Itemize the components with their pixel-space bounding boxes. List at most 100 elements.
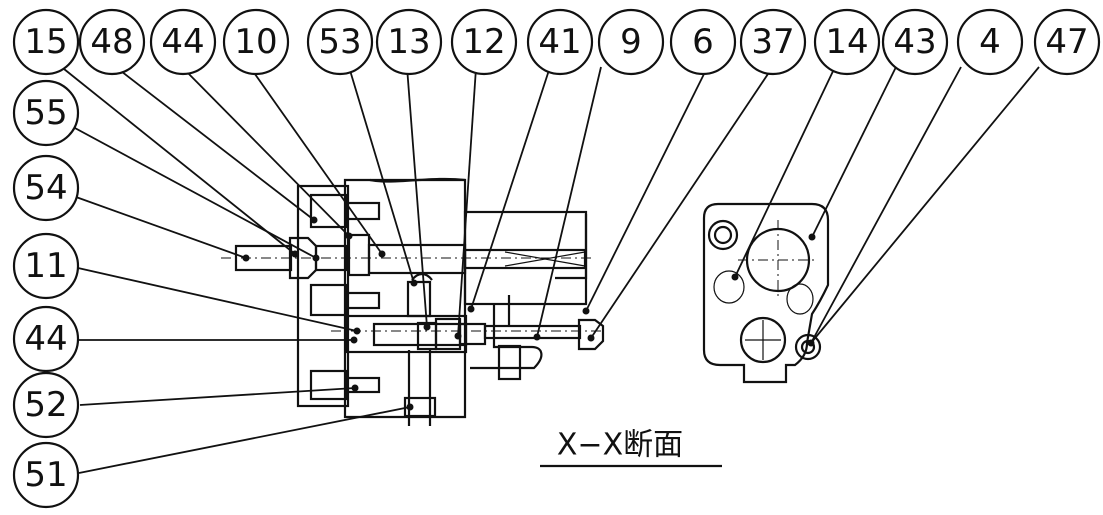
balloon-13-circle: [375, 8, 443, 76]
balloon-9-label: 9: [620, 22, 642, 62]
leader-12: [457, 67, 477, 337]
balloon-54-circle: [12, 154, 80, 222]
rod-hatch: [504, 251, 586, 267]
side-small-bore-inner: [800, 339, 816, 355]
balloon-4-circle: [956, 8, 1024, 76]
leader-dot-55: [312, 254, 320, 262]
leader-10: [249, 66, 383, 255]
balloon-41-label: 41: [538, 22, 581, 62]
balloon-52-label: 52: [24, 385, 67, 425]
balloon-54: 54: [12, 154, 80, 222]
section-title: X−X断面: [557, 428, 683, 463]
balloon-13: 13: [375, 8, 443, 76]
leader-dot-14: [731, 273, 739, 281]
balloon-12-label: 12: [462, 22, 505, 62]
balloon-10: 10: [222, 8, 290, 76]
balloon-37: 37: [739, 8, 807, 76]
middle-cap-screw-shank: [344, 291, 381, 310]
leader-47: [810, 66, 1040, 344]
leader-53: [348, 66, 415, 284]
side-lower-bore: [739, 316, 787, 364]
lower-cap-screw-shank: [344, 376, 381, 394]
balloon-14-circle: [813, 8, 881, 76]
leader-37: [590, 67, 773, 339]
leader-dot-10: [378, 250, 386, 258]
leader-dot-43: [808, 233, 816, 241]
top-cap-screw-shank: [344, 201, 381, 221]
balloon-15: 15: [12, 8, 80, 76]
balloon-51: 51: [12, 441, 80, 509]
balloon-9-circle: [597, 8, 665, 76]
balloon-54-label: 54: [24, 168, 67, 208]
inner-guide: [372, 322, 468, 347]
balloon-14-label: 14: [825, 22, 868, 62]
shaft-10: [367, 243, 467, 275]
balloon-52-circle: [12, 371, 80, 439]
leader-dot-12: [454, 332, 462, 340]
balloon-52: 52: [12, 371, 80, 439]
lower-pin-51: [403, 396, 437, 418]
leader-9: [536, 66, 602, 338]
balloon-47-circle: [1033, 8, 1101, 76]
balloon-47: 47: [1033, 8, 1101, 76]
balloon-53-label: 53: [318, 22, 361, 62]
balloon-37-label: 37: [751, 22, 794, 62]
leader-51: [78, 406, 411, 474]
leader-dot-6: [582, 307, 590, 315]
part-balloons: 15 48 44 10 53 13: [12, 8, 1101, 509]
leader-dot-15: [291, 250, 299, 258]
collar-44-top: [347, 233, 371, 277]
housing-top-break: [369, 177, 466, 183]
side-body: [702, 202, 830, 384]
leader-52: [79, 387, 356, 406]
balloon-9: 9: [597, 8, 665, 76]
balloon-55-label: 55: [24, 93, 67, 133]
cylinder-right-edge: [555, 214, 588, 280]
balloon-53: 53: [306, 8, 374, 76]
flange-plate: [296, 184, 350, 408]
balloon-4: 4: [956, 8, 1024, 76]
balloon-55-circle: [12, 79, 80, 147]
balloon-14: 14: [813, 8, 881, 76]
leader-14: [734, 66, 836, 278]
balloon-6: 6: [669, 8, 737, 76]
balloon-48-circle: [78, 8, 146, 76]
leader-lines: [63, 66, 1040, 474]
balloon-47-label: 47: [1045, 22, 1088, 62]
balloon-41: 41: [526, 8, 594, 76]
main-housing: [343, 178, 467, 419]
leader-dot-4: [807, 339, 815, 347]
balloon-55: 55: [12, 79, 80, 147]
balloon-37-circle: [739, 8, 807, 76]
balloon-15-circle: [12, 8, 80, 76]
balloon-11: 11: [12, 232, 80, 300]
balloon-10-circle: [222, 8, 290, 76]
lower-cap-screw-head: [309, 369, 348, 401]
leader-dot-41: [467, 305, 475, 313]
balloon-11-circle: [12, 232, 80, 300]
end-nut-14: [577, 318, 605, 351]
balloon-44-top: 44: [149, 8, 217, 76]
side-small-bore-outer: [794, 333, 822, 361]
side-dashed-hole-right: [786, 283, 814, 315]
leader-48: [116, 67, 315, 221]
balloon-44-top-circle: [149, 8, 217, 76]
leader-dot-44-top: [345, 232, 353, 240]
lock-block-arc: [411, 272, 433, 281]
leader-dot-52: [351, 384, 359, 392]
leader-dot-13: [423, 323, 431, 331]
balloon-12: 12: [450, 8, 518, 76]
lock-block-53: [406, 280, 432, 318]
balloon-44-left-circle: [12, 305, 80, 373]
leader-4: [810, 66, 962, 344]
balloon-11-label: 11: [24, 246, 67, 286]
leader-54: [75, 196, 247, 259]
middle-cap-screw-head: [309, 283, 348, 317]
leader-dot-54: [242, 254, 250, 262]
balloon-43: 43: [881, 8, 949, 76]
balloon-6-circle: [669, 8, 737, 76]
balloon-43-label: 43: [893, 22, 936, 62]
balloon-15-label: 15: [24, 22, 67, 62]
